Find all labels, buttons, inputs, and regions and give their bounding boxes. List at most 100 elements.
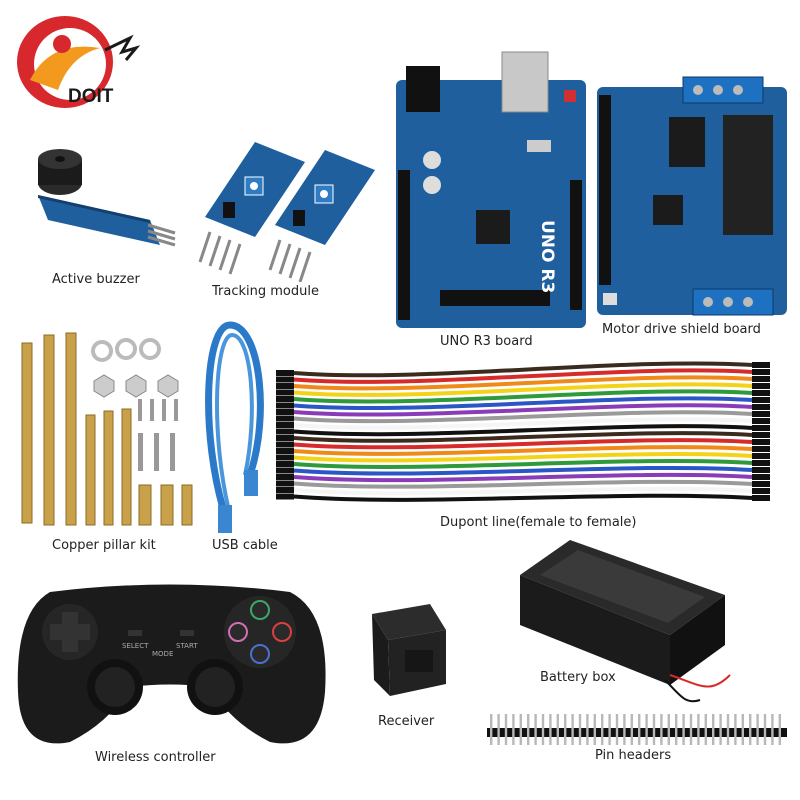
pin-header-pin [749, 714, 752, 745]
dupont-wire [293, 465, 753, 476]
dupont-connector [276, 461, 294, 467]
pin-header-pin [564, 714, 567, 745]
copper-pillar-kit-image [14, 325, 194, 535]
pin-header-pin [778, 714, 781, 745]
pin-header-pin [763, 714, 767, 745]
pin-header-pin [541, 714, 545, 745]
dupont-wire [293, 410, 753, 424]
pin-header-pin [756, 714, 759, 745]
dupont-connector [752, 397, 770, 403]
dupont-connector [276, 370, 294, 376]
pin-header-pin [638, 714, 641, 745]
dupont-connector [752, 488, 770, 494]
dupont-connector [752, 411, 770, 417]
pin-header-pin [697, 714, 700, 745]
pin-header-pin [593, 714, 596, 745]
dupont-connector [276, 422, 294, 428]
label-dupont-line: Dupont line(female to female) [440, 515, 637, 530]
dupont-connector [752, 432, 770, 438]
pin-header-pin [712, 714, 715, 745]
dupont-connector [752, 390, 770, 396]
brand-name: DOIT [68, 86, 114, 107]
dupont-wire [293, 445, 753, 456]
pin-header-base [487, 728, 787, 737]
pin-header-pin [704, 714, 707, 745]
dupont-wire [293, 472, 753, 483]
uno-board-marking: UNO R3 [537, 220, 557, 293]
dupont-wire [293, 389, 753, 404]
label-usb-cable: USB cable [212, 538, 278, 553]
dupont-connector [752, 495, 770, 501]
pin-header-pin [689, 714, 693, 745]
pin-header-pin [771, 714, 774, 745]
pin-header-pin [490, 714, 493, 745]
pin-header-pin [556, 714, 559, 745]
pin-header-pin [519, 714, 522, 745]
pin-header-pin [571, 714, 574, 745]
dupont-connector [276, 376, 294, 383]
pin-header-pin [608, 714, 611, 745]
dupont-connector [276, 402, 294, 409]
dupont-wire [293, 417, 753, 430]
pin-header-pin [741, 714, 744, 745]
dupont-connector [276, 441, 294, 448]
dupont-connector [752, 404, 770, 410]
dupont-connector [276, 435, 294, 441]
dupont-connector [276, 448, 294, 454]
dupont-connector [752, 446, 770, 452]
dupont-wire [293, 438, 753, 450]
dupont-wire [293, 396, 753, 411]
controller-select-text: SELECT [122, 642, 149, 650]
dupont-connector [752, 369, 770, 375]
dupont-connector [276, 428, 294, 435]
pin-header-pin [623, 714, 626, 745]
dupont-wire [293, 368, 753, 384]
active-buzzer-image [30, 145, 180, 255]
label-uno-r3-board: UNO R3 board [440, 334, 533, 349]
pin-header-pin [497, 714, 500, 745]
pin-header-pin [549, 714, 552, 745]
dupont-wire [293, 452, 753, 463]
dupont-connector [276, 487, 294, 493]
dupont-wire [293, 458, 753, 469]
pin-header-pin [645, 714, 648, 745]
dupont-connector [752, 467, 770, 473]
dupont-connector [276, 493, 294, 500]
pin-header-pin [534, 714, 537, 745]
pin-header-pin [660, 714, 663, 745]
dupont-connector [276, 409, 294, 415]
tracking-module-image [185, 132, 390, 282]
pin-header-pin [726, 714, 730, 745]
dupont-connector [752, 481, 770, 487]
dupont-connector [276, 480, 294, 487]
doit-logo-mark [17, 16, 140, 108]
battery-box-image [510, 535, 740, 705]
pin-header-pin [734, 714, 737, 745]
controller-mode-text: MODE [152, 650, 173, 658]
label-pin-headers: Pin headers [595, 748, 672, 763]
dupont-connector [276, 454, 294, 461]
dupont-connector [752, 418, 770, 424]
pin-header-pin [578, 714, 582, 745]
label-wireless-controller: Wireless controller [95, 750, 216, 765]
pin-header-pin [586, 714, 589, 745]
label-battery-box: Battery box [540, 670, 616, 685]
dupont-connector [276, 415, 294, 422]
wireless-controller-image: SELECT START MODE [10, 572, 335, 757]
pin-header-pin [512, 714, 515, 745]
pin-header-pin [652, 714, 656, 745]
dupont-wire [293, 493, 753, 502]
dupont-connector [276, 474, 294, 480]
label-active-buzzer: Active buzzer [52, 272, 140, 287]
dupont-line-image [272, 355, 787, 545]
pin-header-pin [601, 714, 604, 745]
pin-header-pin [667, 714, 670, 745]
pin-header-pin [527, 714, 530, 745]
pin-headers-image [485, 712, 790, 747]
dupont-connector [276, 396, 294, 402]
label-receiver: Receiver [378, 714, 435, 729]
label-tracking-module: Tracking module [212, 284, 319, 299]
dupont-wire [293, 486, 753, 496]
dupont-wire [293, 361, 753, 378]
